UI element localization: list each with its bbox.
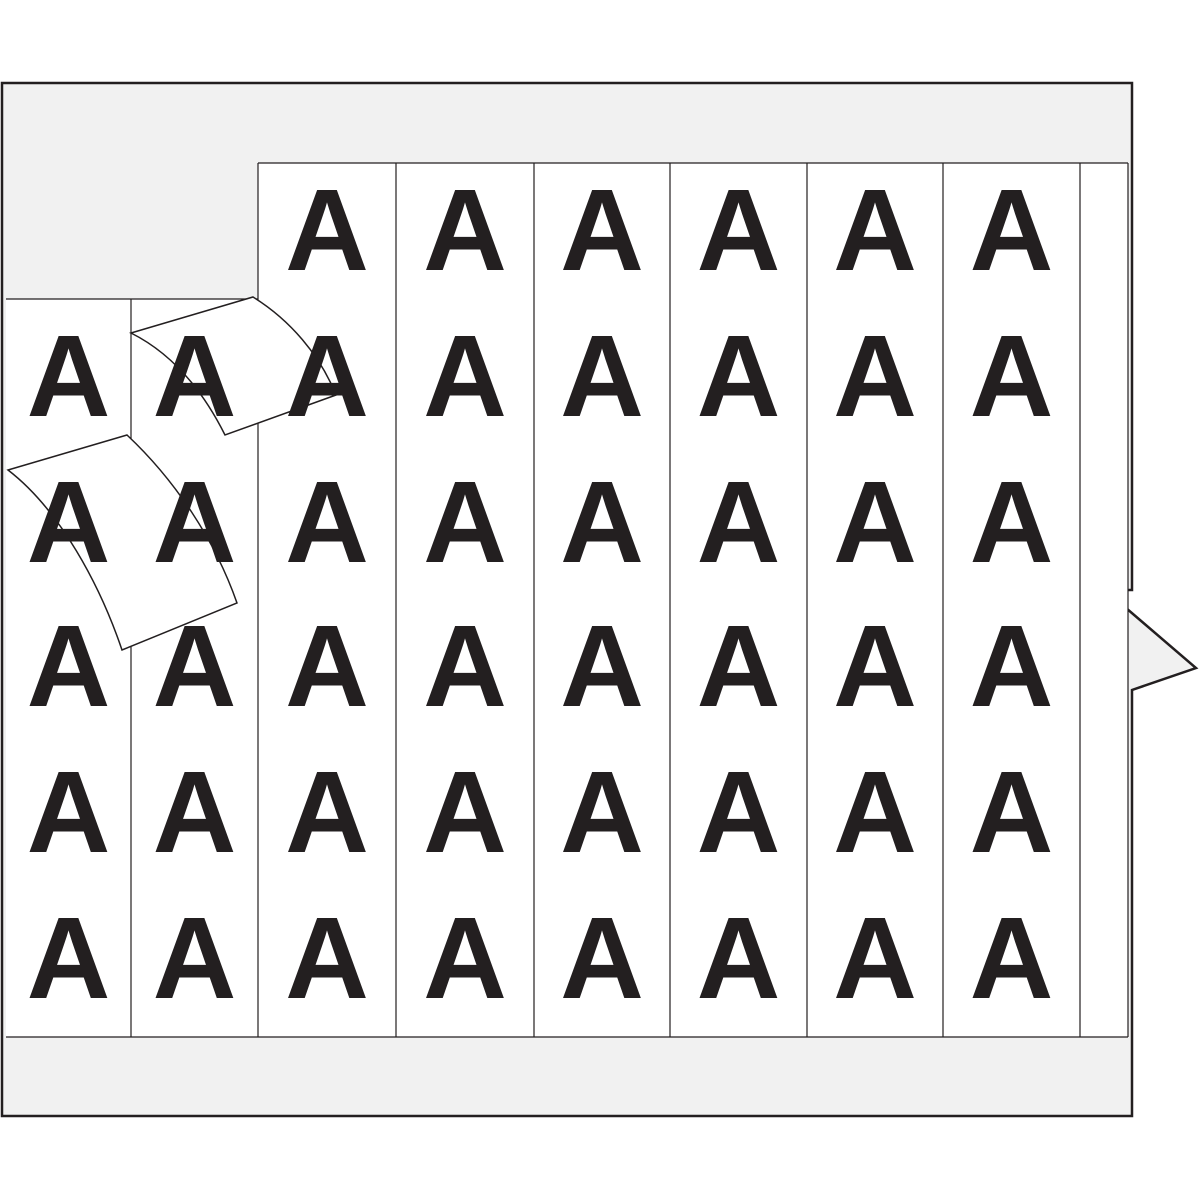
label-letters: AAAAAAAAAAAAAAAAAAAAAAAAAAAAAAAAAAAAAAAA… (27, 165, 1054, 1023)
label-letter: A (697, 893, 781, 1023)
label-letter: A (285, 165, 369, 295)
label-letter: A (423, 165, 507, 295)
label-letter: A (27, 311, 111, 441)
label-letter: A (153, 747, 237, 877)
label-letter: A (833, 747, 917, 877)
label-letter: A (970, 311, 1054, 441)
label-letter: A (423, 893, 507, 1023)
label-letter: A (833, 601, 917, 731)
label-letter: A (560, 457, 644, 587)
label-letter: A (560, 311, 644, 441)
label-letter: A (423, 457, 507, 587)
label-letter: A (423, 747, 507, 877)
label-letter: A (833, 165, 917, 295)
label-letter: A (970, 457, 1054, 587)
label-letter: A (697, 165, 781, 295)
label-letter: A (970, 747, 1054, 877)
label-letter: A (285, 893, 369, 1023)
label-letter: A (970, 601, 1054, 731)
peeled-label-lower[interactable] (6, 434, 238, 651)
label-letter: A (27, 893, 111, 1023)
label-letter: A (833, 893, 917, 1023)
label-letter: A (27, 747, 111, 877)
label-letter: A (153, 457, 237, 587)
peeled-label-upper[interactable] (128, 296, 337, 436)
label-letter: A (560, 893, 644, 1023)
label-letter: A (285, 747, 369, 877)
label-letter: A (423, 601, 507, 731)
label-letter: A (560, 601, 644, 731)
label-letter: A (153, 601, 237, 731)
label-letter: A (697, 311, 781, 441)
label-letter: A (285, 601, 369, 731)
label-letter: A (27, 601, 111, 731)
label-letter: A (697, 601, 781, 731)
label-letter: A (285, 311, 369, 441)
label-letter: A (153, 893, 237, 1023)
label-dividers (6, 162, 1129, 1038)
label-letter: A (27, 457, 111, 587)
label-letter: A (153, 311, 237, 441)
label-letter: A (833, 457, 917, 587)
label-letter: A (970, 893, 1054, 1023)
label-letter: A (697, 457, 781, 587)
label-letter: A (423, 311, 507, 441)
label-letter: A (560, 747, 644, 877)
label-letter: A (285, 457, 369, 587)
label-letter: A (833, 311, 917, 441)
label-letter: A (970, 165, 1054, 295)
label-letter: A (560, 165, 644, 295)
label-letter: A (697, 747, 781, 877)
